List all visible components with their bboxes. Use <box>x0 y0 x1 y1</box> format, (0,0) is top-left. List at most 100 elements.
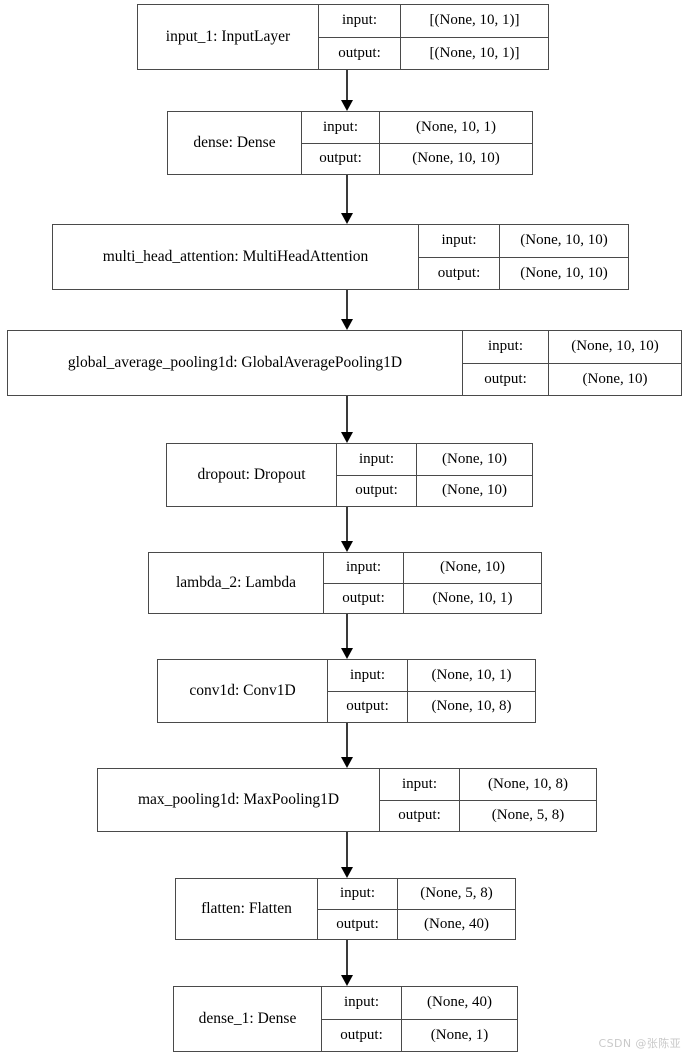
layer-io-shape-output: (None, 10) <box>442 482 507 499</box>
layer-io-row-input: input: (None, 5, 8) <box>318 879 515 910</box>
layer-io-label-output: output: <box>463 363 549 395</box>
layer-io-label-input: input: <box>318 879 398 909</box>
layer-node-title: flatten: Flatten <box>176 879 318 939</box>
layer-io-label-input: input: <box>328 660 408 691</box>
layer-io-label-output: output: <box>322 1019 402 1051</box>
layer-io-table: input: (None, 5, 8) output: (None, 40) <box>318 879 515 939</box>
layer-node-title: multi_head_attention: MultiHeadAttention <box>53 225 419 289</box>
layer-io-row-output: output: (None, 10) <box>337 475 532 506</box>
layer-io-row-output: output:(None, 5, 8) <box>380 800 596 831</box>
layer-io-table: input:(None, 10)output: (None, 10, 1) <box>324 553 541 613</box>
layer-io-label-output: output: <box>419 257 500 289</box>
layer-io-shape-output: [(None, 10, 1)] <box>429 44 520 61</box>
edge-line <box>346 832 348 868</box>
layer-io-shape-output: (None, 40) <box>424 915 489 932</box>
layer-io-row-input: input: (None, 10, 1) <box>328 660 535 692</box>
edge-arrow <box>340 832 353 878</box>
layer-io-shape-input: (None, 10, 1) <box>431 666 512 683</box>
layer-io-shape-output: (None, 10, 8) <box>431 698 512 715</box>
layer-io-shape-output: (None, 10) <box>582 370 648 387</box>
layer-io-table: input: (None, 10, 10) output: (None, 10, 10… <box>419 225 628 289</box>
layer-node-title: max_pooling1d: MaxPooling1D <box>98 769 380 831</box>
layer-io-shape-output: (None, 10, 1) <box>432 589 513 606</box>
layer-io-label-input: input: <box>319 5 401 37</box>
layer-io-row-output: output: (None, 10, 1) <box>324 583 541 613</box>
layer-io-table: input: (None, 10, 1) output:(None, 10, 10) <box>302 112 532 174</box>
layer-io-row-output: output: (None, 10, 10) <box>419 257 628 289</box>
layer-node-title: global_average_pooling1d: GlobalAverageP… <box>8 331 463 395</box>
edge-arrow <box>340 723 353 768</box>
layer-node-title: input_1: InputLayer <box>138 5 319 69</box>
layer-io-label-output: output: <box>380 800 460 831</box>
arrowhead-icon <box>340 975 353 986</box>
edge-arrow <box>340 175 353 224</box>
layer-io-label-input: input: <box>337 444 417 475</box>
layer-io-label-input: input: <box>463 331 549 363</box>
layer-io-shape-output: (None, 10, 10) <box>412 150 500 167</box>
layer-io-label-output: output: <box>319 37 401 69</box>
layer-io-table: input:(None, 10, 8)output:(None, 5, 8) <box>380 769 596 831</box>
layer-io-shape-input: (None, 10) <box>442 450 507 467</box>
edge-line <box>346 614 348 649</box>
layer-io-row-input: input: (None, 10, 10) <box>463 331 681 364</box>
layer-io-label-output: output: <box>318 909 398 939</box>
arrowhead-icon <box>340 648 353 659</box>
layer-io-row-input: input:(None, 10) <box>324 553 541 584</box>
layer-io-label-input: input: <box>322 987 402 1019</box>
layer-io-shape-input: (None, 10) <box>440 559 505 576</box>
edge-line <box>346 940 348 976</box>
arrowhead-icon <box>340 100 353 111</box>
layer-io-table: input: (None, 10) output: (None, 10) <box>337 444 532 506</box>
layer-io-row-output: output: [(None, 10, 1)] <box>319 37 548 69</box>
layer-io-shape-input: [(None, 10, 1)] <box>429 12 520 29</box>
layer-io-row-input: input:(None, 10, 8) <box>380 769 596 801</box>
layer-node-title: lambda_2: Lambda <box>149 553 324 613</box>
layer-io-row-input: input: (None, 10, 10) <box>419 225 628 258</box>
layer-io-shape-output: (None, 1) <box>430 1026 489 1043</box>
layer-io-label-output: output: <box>328 691 408 722</box>
edge-arrow <box>340 396 353 443</box>
layer-node-title: dense: Dense <box>168 112 302 174</box>
layer-io-row-output: output: (None, 1) <box>322 1019 517 1051</box>
edge-line <box>346 70 348 101</box>
edge-line <box>346 290 348 320</box>
layer-io-label-input: input: <box>302 112 380 143</box>
layer-node: global_average_pooling1d: GlobalAverageP… <box>7 330 682 396</box>
layer-io-shape-input: (None, 10, 1) <box>416 118 496 135</box>
layer-io-shape-input: (None, 5, 8) <box>420 885 493 902</box>
layer-io-shape-input: (None, 10, 10) <box>520 232 608 249</box>
csdn-watermark: CSDN @张陈亚 <box>598 1037 681 1050</box>
arrowhead-icon <box>340 319 353 330</box>
layer-io-row-input: input:(None, 40) <box>322 987 517 1020</box>
arrowhead-icon <box>340 757 353 768</box>
layer-node: multi_head_attention: MultiHeadAttention… <box>52 224 629 290</box>
layer-io-row-input: input: (None, 10, 1) <box>302 112 532 144</box>
layer-node-title: dropout: Dropout <box>167 444 337 506</box>
layer-io-row-output: output: (None, 10, 8) <box>328 691 535 722</box>
layer-io-shape-input: (None, 10, 8) <box>488 775 568 792</box>
layer-io-row-input: input: (None, 10) <box>337 444 532 476</box>
layer-io-label-output: output: <box>324 583 404 613</box>
layer-io-table: input: [(None, 10, 1)] output: [(None, 10, … <box>319 5 548 69</box>
edge-line <box>346 723 348 758</box>
layer-node-title: dense_1: Dense <box>174 987 322 1051</box>
layer-io-row-output: output: (None, 40) <box>318 909 515 939</box>
layer-io-shape-input: (None, 10, 10) <box>571 338 659 355</box>
layer-io-shape-output: (None, 10, 10) <box>520 264 608 281</box>
arrowhead-icon <box>340 213 353 224</box>
layer-io-row-output: output:(None, 10, 10) <box>302 143 532 174</box>
layer-io-row-output: output: (None, 10) <box>463 363 681 395</box>
edge-arrow <box>340 940 353 986</box>
layer-io-table: input: (None, 10, 1) output: (None, 10, 8) <box>328 660 535 722</box>
layer-io-label-output: output: <box>337 475 417 506</box>
edge-arrow <box>340 70 353 111</box>
layer-io-label-input: input: <box>419 225 500 257</box>
